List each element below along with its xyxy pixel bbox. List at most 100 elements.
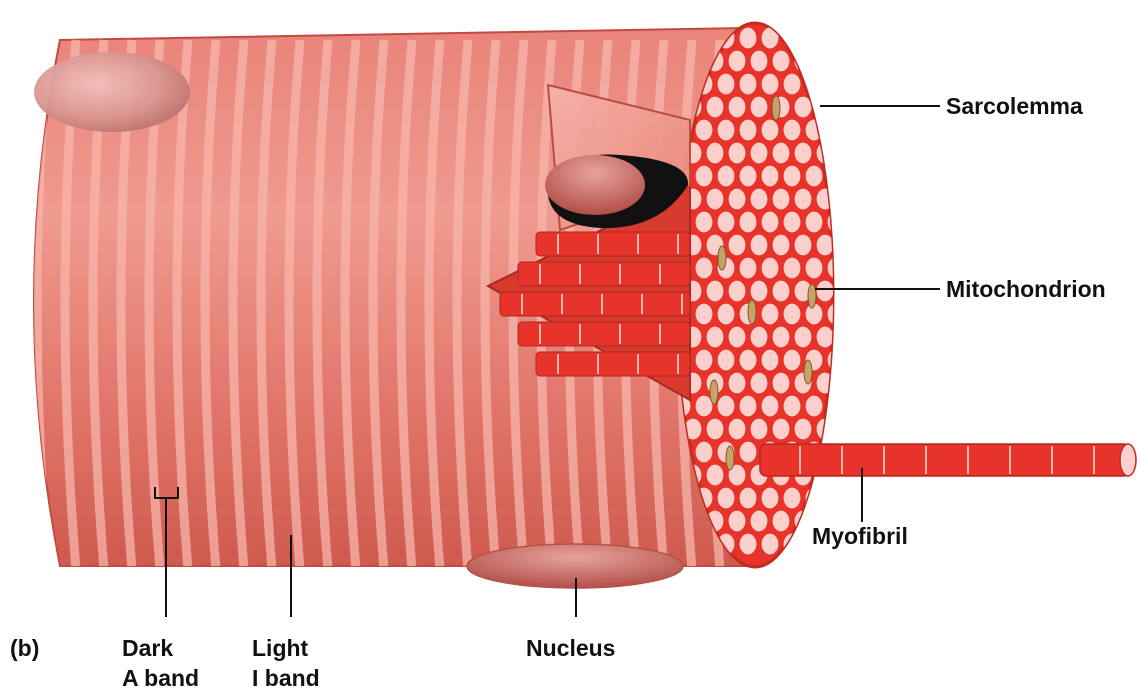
myofibril-face — [805, 257, 823, 279]
cutaway-rod — [536, 352, 690, 376]
myofibril-face — [761, 257, 779, 279]
myofibril-face — [750, 326, 768, 348]
myofibril-face — [838, 142, 856, 164]
myofibril-face — [783, 119, 801, 141]
myofibril-face — [717, 395, 735, 417]
myofibril-face — [728, 510, 746, 532]
myofibril-face — [816, 188, 834, 210]
myofibril-face — [739, 395, 757, 417]
myofibril-face — [772, 234, 790, 256]
myofibril-face — [695, 165, 713, 187]
myofibril-face — [750, 188, 768, 210]
myofibril-face — [761, 73, 779, 95]
protruding-myofibril — [760, 444, 1136, 476]
myofibril-face — [794, 234, 812, 256]
myofibril-face — [706, 188, 724, 210]
myofibril-face — [739, 487, 757, 509]
myofibril-face — [838, 234, 856, 256]
myofibril-face — [750, 142, 768, 164]
myofibril-face — [706, 280, 724, 302]
myofibril-face — [706, 326, 724, 348]
myofibril-face — [739, 73, 757, 95]
myofibril-face — [805, 211, 823, 233]
myofibril-face — [695, 211, 713, 233]
label-mitochondrion: Mitochondrion — [946, 275, 1106, 303]
myofibril-face — [706, 418, 724, 440]
cross-section-face — [673, 23, 856, 567]
myofibril-face — [772, 142, 790, 164]
myofibril-face — [761, 395, 779, 417]
myofibril-face — [728, 418, 746, 440]
myofibril-face — [805, 395, 823, 417]
myofibril-face — [739, 211, 757, 233]
myofibril-face — [761, 349, 779, 371]
myofibril-face — [739, 27, 757, 49]
myofibril-face — [805, 27, 823, 49]
label-light-band-line2: I band — [252, 664, 320, 692]
myofibril-face — [728, 188, 746, 210]
label-nucleus: Nucleus — [526, 634, 615, 662]
myofibril-face — [761, 211, 779, 233]
myofibril-face — [750, 50, 768, 72]
myofibril-face — [761, 303, 779, 325]
myofibril-face — [717, 211, 735, 233]
myofibril-face — [838, 372, 856, 394]
myofibril-face — [761, 119, 779, 141]
myofibril-face — [750, 96, 768, 118]
myofibril-face — [783, 27, 801, 49]
myofibril-face — [728, 280, 746, 302]
myofibril-face — [739, 119, 757, 141]
myofibril-face — [750, 372, 768, 394]
myofibril-face — [717, 349, 735, 371]
myofibril-face — [783, 257, 801, 279]
myofibril-face — [750, 280, 768, 302]
myofibril-face — [827, 257, 845, 279]
myofibril-face — [728, 142, 746, 164]
myofibril-face — [728, 234, 746, 256]
myofibril-face — [739, 441, 757, 463]
myofibril-face — [695, 349, 713, 371]
label-myofibril: Myofibril — [812, 522, 908, 550]
myofibril-face — [783, 349, 801, 371]
myofibril-face — [827, 73, 845, 95]
myofibril-face — [783, 165, 801, 187]
myofibril-face — [706, 142, 724, 164]
myofibril-face — [794, 50, 812, 72]
mitochondrion-icon — [718, 246, 726, 270]
myofibril-face — [783, 211, 801, 233]
myofibril-face — [761, 533, 779, 555]
surface-nucleus — [34, 52, 190, 132]
mitochondrion-icon — [804, 360, 812, 384]
myofibril-face — [772, 50, 790, 72]
myofibril-face — [827, 395, 845, 417]
myofibril-face — [827, 27, 845, 49]
myofibril-face — [805, 119, 823, 141]
panel-tag: (b) — [10, 634, 39, 662]
nucleus-inner-highlight — [545, 155, 645, 215]
myofibril-face — [838, 50, 856, 72]
label-sarcolemma: Sarcolemma — [946, 92, 1083, 120]
mitochondrion-icon — [772, 96, 780, 120]
mitochondrion-icon — [710, 380, 718, 404]
myofibril-face — [838, 188, 856, 210]
myofibril-face — [717, 487, 735, 509]
myofibril-face — [728, 96, 746, 118]
label-dark-band-line1: Dark — [122, 634, 173, 662]
cutaway-rod — [500, 292, 690, 316]
myofibril-face — [695, 441, 713, 463]
myofibril-face — [783, 73, 801, 95]
myofibril-face — [783, 487, 801, 509]
myofibril-face — [761, 165, 779, 187]
myofibril-face — [695, 119, 713, 141]
myofibril-face — [794, 188, 812, 210]
mitochondrion-icon — [748, 300, 756, 324]
mitochondrion-icon — [808, 284, 816, 308]
myofibril-face — [827, 303, 845, 325]
myofibril-face — [805, 165, 823, 187]
myofibril-face — [772, 280, 790, 302]
myofibril-face — [717, 303, 735, 325]
myofibril-face — [717, 165, 735, 187]
myofibril-face — [794, 418, 812, 440]
light-band — [9, 40, 20, 570]
mitochondrion-icon — [726, 446, 734, 470]
